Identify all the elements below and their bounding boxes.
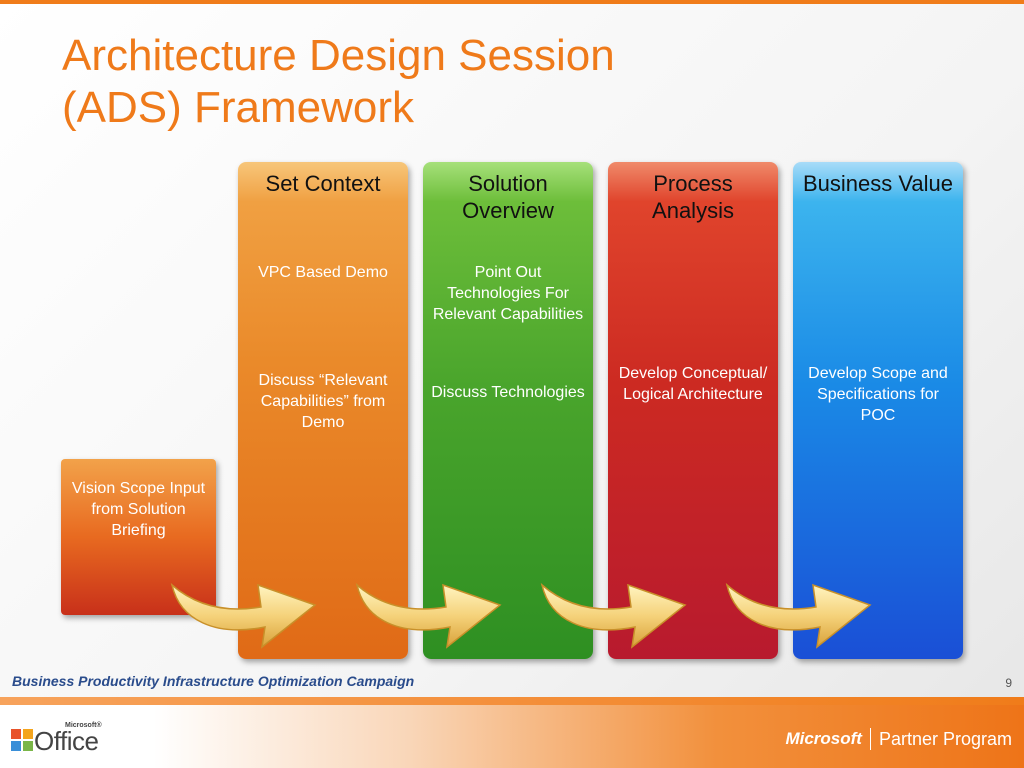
office-logo: Microsoft® Office [10, 722, 120, 758]
column-set-context: Set Context VPC Based Demo Discuss “Rele… [238, 162, 408, 659]
curved-arrow-icon [725, 582, 872, 649]
campaign-footer-text: Business Productivity Infrastructure Opt… [12, 673, 415, 689]
column-heading: Set Context [265, 171, 381, 196]
column-item: Point Out Technologies For Relevant Capa… [432, 264, 584, 323]
column-item: Discuss Technologies [431, 384, 585, 401]
partner-program-text: Partner Program [878, 728, 1012, 749]
column-business-value: Business Value Develop Scope and Specifi… [793, 162, 963, 659]
column-process-analysis: Process Analysis Develop Conceptual/ Log… [608, 162, 778, 659]
footer-bar [0, 697, 1024, 705]
column-item: Discuss “Relevant Capabilities” from Dem… [258, 372, 388, 431]
column-item: Develop Scope and Specifications for POC [808, 365, 948, 424]
column-heading: Solution Overview [462, 171, 554, 223]
slide-title-line-2: (ADS) Framework [62, 83, 415, 132]
logo-band [0, 705, 1024, 768]
top-accent-bar [0, 0, 1024, 4]
column-heading: Business Value [802, 171, 953, 196]
column-solution-overview: Solution Overview Point Out Technologies… [423, 162, 593, 659]
office-logo-icon [11, 729, 33, 751]
curved-arrow-icon [355, 582, 502, 649]
office-logo-text: Office [34, 726, 99, 756]
slide-title-line-1: Architecture Design Session [62, 31, 615, 80]
office-logo-microsoft: Microsoft® [65, 722, 102, 729]
vision-scope-text: Vision Scope Input from Solution Briefin… [71, 480, 206, 539]
column-heading: Process Analysis [652, 171, 734, 223]
curved-arrow-icon [540, 582, 687, 649]
logo-separator [869, 728, 871, 750]
slide-title: Architecture Design Session (ADS) Framew… [62, 30, 615, 134]
vision-scope-box: Vision Scope Input from Solution Briefin… [61, 459, 216, 615]
column-item: VPC Based Demo [258, 264, 388, 281]
curved-arrow-icon [170, 582, 317, 649]
microsoft-partner-program-logo: Microsoft Partner Program [785, 726, 1012, 752]
microsoft-wordmark: Microsoft [785, 729, 862, 748]
column-item: Develop Conceptual/ Logical Architecture [618, 365, 768, 403]
page-number: 9 [1005, 676, 1012, 690]
